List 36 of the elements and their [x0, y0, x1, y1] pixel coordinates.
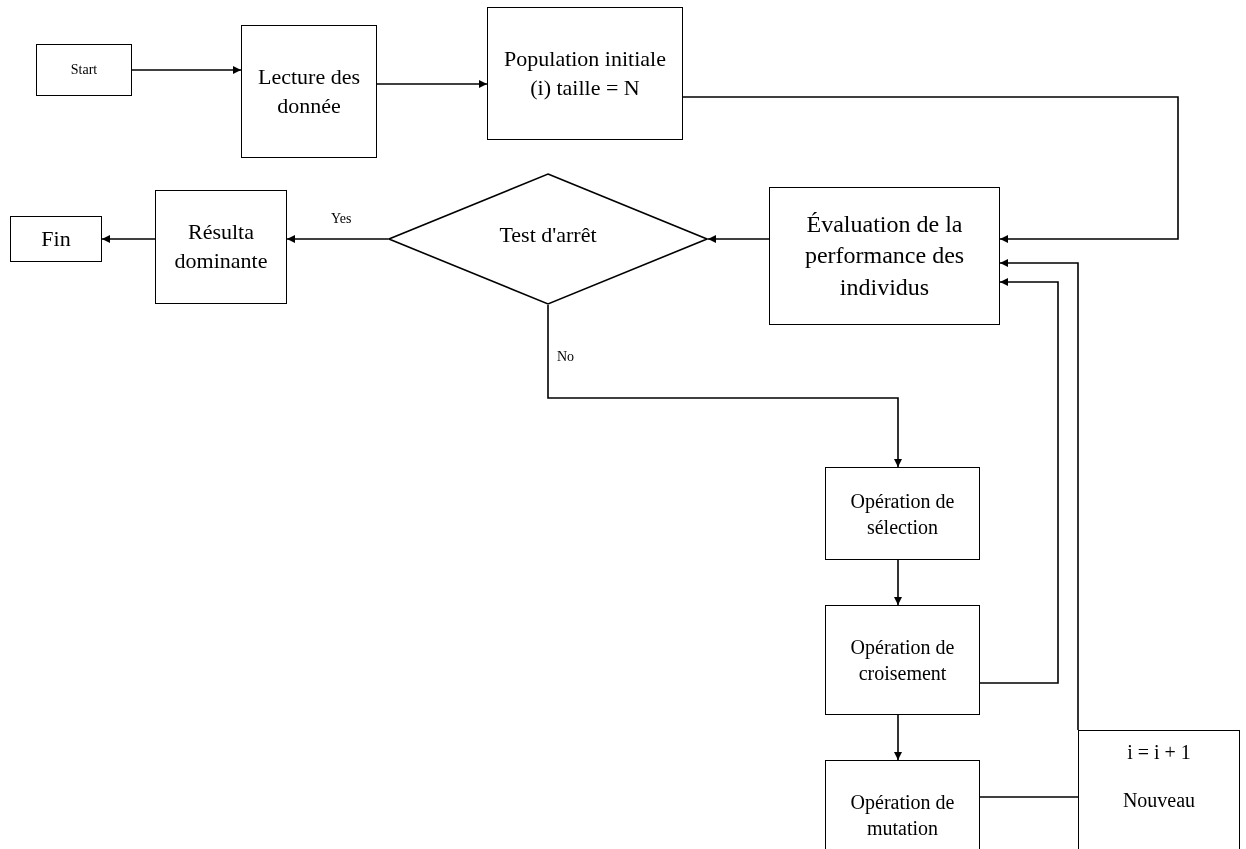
edge-label: Yes: [330, 212, 353, 226]
process-box: [769, 187, 1000, 325]
process-box: [825, 605, 980, 715]
node-text: Lecture des donnée: [257, 62, 361, 120]
decision-diamond: [388, 173, 708, 305]
node-text: Opération de mutation: [849, 790, 956, 841]
arrow: [894, 559, 902, 606]
edge-label: No: [556, 350, 576, 364]
node-text: Opération de sélection: [849, 488, 956, 540]
arrow: [101, 235, 156, 243]
process-box: [155, 190, 287, 304]
node-text: Opération de croisement: [849, 635, 956, 686]
arrow: [131, 66, 242, 74]
arrow: [894, 714, 902, 761]
process-box: [487, 7, 683, 140]
arrow: [286, 235, 389, 243]
arrow: [979, 278, 1059, 684]
node-text: Fin: [40, 224, 72, 253]
node-text: Évaluation de la performance des individus: [803, 210, 966, 302]
start-box: [36, 44, 132, 96]
node-text: Nouveau: [1121, 788, 1197, 813]
node-text: Test d'arrêt: [498, 220, 598, 249]
arrow: [682, 96, 1179, 243]
process-box: [241, 25, 377, 158]
node-text: Start: [69, 60, 99, 79]
node-text: i = i + 1: [1126, 740, 1192, 765]
process-box: [825, 467, 980, 560]
arrow: [999, 259, 1079, 731]
arrow: [376, 80, 488, 88]
arrow: [707, 235, 770, 243]
process-box: [1078, 730, 1240, 849]
process-box: [825, 760, 980, 849]
arrow: [547, 304, 902, 468]
end-box: [10, 216, 102, 262]
node-text: Résulta dominante: [173, 218, 269, 275]
node-text: Population initiale (i) taille = N: [503, 44, 667, 102]
